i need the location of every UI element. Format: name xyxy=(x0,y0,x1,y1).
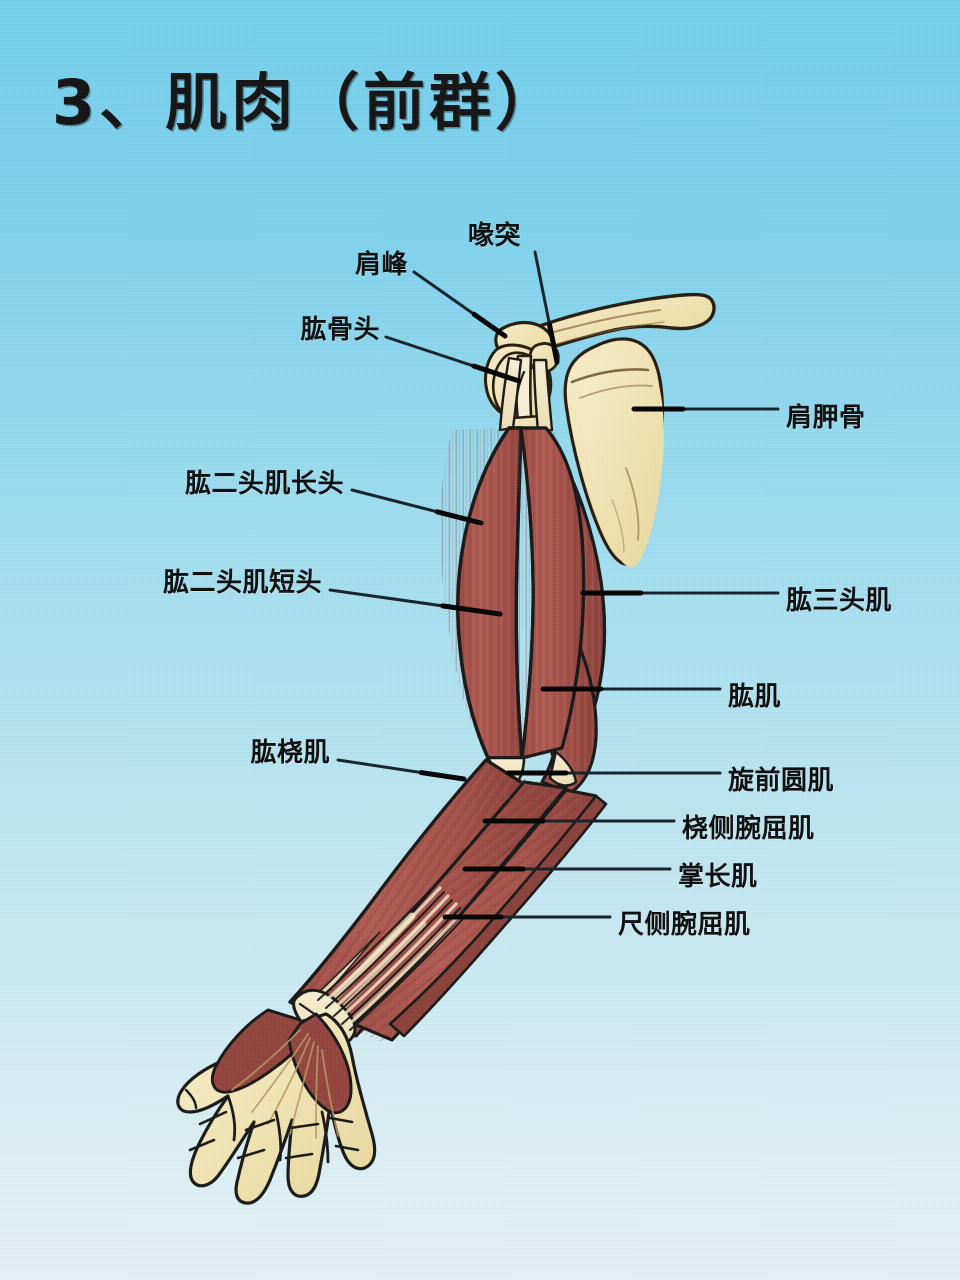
leader-tip-coracoid-process xyxy=(547,322,560,365)
leader-tip-biceps-brachii-long-head xyxy=(434,509,484,526)
label-coracoid-process: 喙突 xyxy=(468,221,522,251)
leader-tip-biceps-brachii-short-head xyxy=(440,603,503,617)
leader-tip-humeral-head xyxy=(471,363,522,384)
label-acromion: 肩峰 xyxy=(354,250,408,280)
label-biceps-brachii-long-head: 肱二头肌长头 xyxy=(184,469,344,499)
label-flexor-carpi-ulnaris: 尺侧腕屈肌 xyxy=(618,910,751,940)
label-flexor-carpi-radialis: 桡侧腕屈肌 xyxy=(682,814,815,844)
leader-tip-acromion xyxy=(471,311,508,339)
leader-tip-brachioradialis xyxy=(418,770,467,782)
page-title: 3、肌肉（前群） xyxy=(52,66,562,139)
label-scapula: 肩胛骨 xyxy=(786,403,866,433)
label-palmaris-longus: 掌长肌 xyxy=(678,862,758,892)
label-triceps-brachii: 肱三头肌 xyxy=(786,586,893,616)
leader-lines xyxy=(328,250,780,920)
label-pronator-teres: 旋前圆肌 xyxy=(728,766,835,796)
label-brachialis: 肱肌 xyxy=(728,682,782,712)
label-humeral-head: 肱骨头 xyxy=(300,315,380,345)
label-biceps-brachii-short-head: 肱二头肌短头 xyxy=(162,568,322,598)
label-brachioradialis: 肱桡肌 xyxy=(250,738,330,768)
